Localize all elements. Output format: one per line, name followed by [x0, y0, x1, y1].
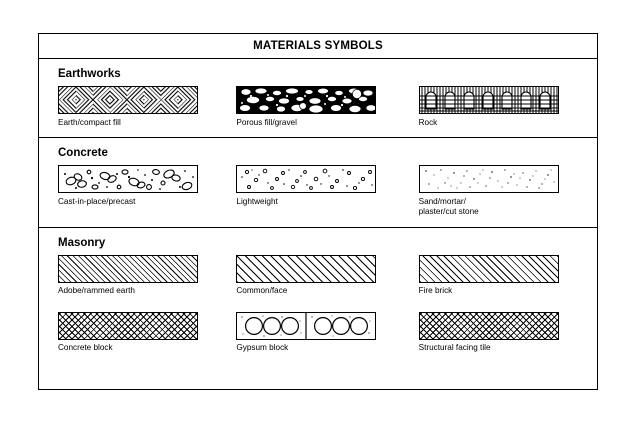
swatch-label: Cast-in-place/precast	[58, 196, 136, 206]
swatch-label: Concrete block	[58, 343, 113, 352]
earth-compact-fill-swatch	[58, 86, 198, 114]
fire-brick-swatch	[418, 254, 559, 283]
concrete-block-swatch	[58, 311, 198, 340]
swatch-label: Porous fill/gravel	[236, 117, 297, 127]
swatch-label: Earth/compact fill	[58, 117, 121, 127]
lightweight-swatch	[236, 165, 377, 193]
swatch-cell-cast-in-place-precast: Cast-in-place/precast	[58, 165, 236, 218]
swatch-cell-fire-brick: Fire brick	[418, 254, 597, 297]
materials-symbols-legend: MATERIALS SYMBOLS Earthworks	[38, 33, 598, 390]
swatch-row: Adobe/rammed earth Common/face Fire bric…	[58, 254, 597, 297]
common-face-swatch	[236, 254, 377, 283]
structural-facing-tile-swatch	[418, 311, 559, 340]
swatch-cell-structural-facing-tile: Structural facing tile	[418, 311, 597, 354]
porous-fill-gravel-swatch	[236, 86, 377, 114]
swatch-cell-adobe-rammed-earth: Adobe/rammed earth	[58, 254, 236, 297]
swatch-label: Gypsum block	[236, 343, 289, 352]
adobe-rammed-earth-swatch	[58, 254, 198, 283]
section-masonry: Masonry Adobe/rammed earth Common/face F…	[39, 228, 597, 363]
swatch-cell-common-face: Common/face	[236, 254, 418, 297]
section-title-earthworks: Earthworks	[58, 68, 121, 80]
page-title: MATERIALS SYMBOLS	[253, 40, 383, 52]
swatch-label: Lightweight	[236, 196, 278, 206]
swatch-label: Structural facing tile	[418, 343, 491, 352]
swatch-label: Sand/mortar/ plaster/cut stone	[418, 196, 479, 217]
swatch-cell-lightweight: Lightweight	[236, 165, 418, 218]
swatch-label: Rock	[418, 117, 438, 127]
section-title-concrete: Concrete	[58, 147, 108, 159]
rock-swatch	[418, 86, 559, 114]
legend-title-bar: MATERIALS SYMBOLS	[39, 34, 597, 59]
swatch-cell-porous-fill-gravel: Porous fill/gravel	[236, 86, 418, 128]
swatch-cell-rock: Rock	[418, 86, 597, 128]
swatch-cell-earth-compact-fill: Earth/compact fill	[58, 86, 236, 128]
swatch-cell-sand-mortar: Sand/mortar/ plaster/cut stone	[418, 165, 597, 218]
gypsum-block-swatch	[236, 311, 377, 340]
swatch-row: Earth/compact fill	[58, 86, 597, 128]
sand-mortar-plaster-cut-stone-swatch	[418, 165, 559, 193]
swatch-label: Adobe/rammed earth	[58, 286, 135, 295]
swatch-row: Cast-in-place/precast	[58, 165, 597, 218]
swatch-cell-concrete-block: Concrete block	[58, 311, 236, 354]
swatch-cell-gypsum-block: Gypsum block	[236, 311, 418, 354]
cast-in-place-precast-swatch	[58, 165, 198, 193]
section-title-masonry: Masonry	[58, 236, 106, 249]
swatch-label: Fire brick	[418, 286, 453, 295]
swatch-row: Concrete block	[58, 311, 597, 354]
swatch-label: Common/face	[236, 286, 288, 295]
section-concrete: Concrete	[39, 138, 597, 228]
section-earthworks: Earthworks	[39, 59, 597, 138]
